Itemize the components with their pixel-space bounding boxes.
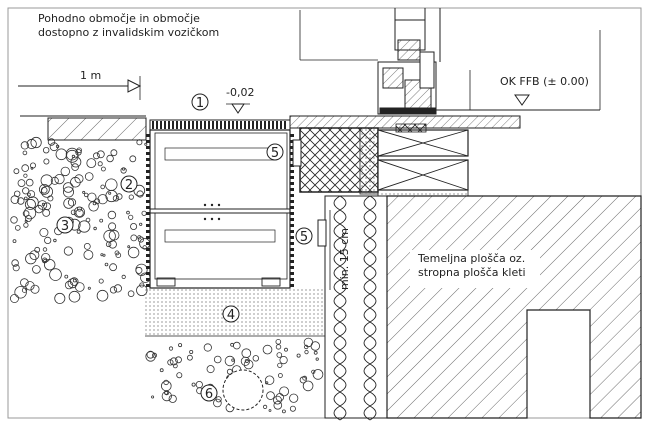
slab-label-2: stropna plošča kleti (418, 266, 526, 279)
window-frame (377, 8, 441, 115)
callouts: 1 2 3 4 5 5 6 (56, 93, 313, 402)
gravel-fill (9, 136, 151, 304)
distance-dimension (18, 76, 142, 100)
floor-assembly (289, 115, 521, 197)
perimeter-insulation (324, 195, 388, 421)
svg-text:6: 6 (205, 387, 213, 402)
callout-5b: 5 (295, 227, 313, 245)
svg-text:2: 2 (125, 178, 133, 193)
callout-4: 4 (222, 305, 240, 323)
access-area-label-2: dostopno z invalidskim vozičkom (38, 26, 219, 39)
callout-6: 6 (200, 384, 218, 402)
level-label: -0,02 (226, 86, 254, 99)
svg-text:1: 1 (196, 96, 204, 111)
foundation-slab (386, 195, 642, 419)
svg-text:4: 4 (227, 308, 235, 323)
callout-2: 2 (120, 175, 138, 193)
paving-layer (47, 117, 147, 141)
min-height-label: min. 15 cm (338, 228, 351, 290)
ok-ffb-label: OK FFB (± 0.00) (500, 75, 589, 88)
drainage-channel (146, 119, 294, 289)
callout-5a: 5 (266, 143, 284, 161)
svg-text:3: 3 (61, 219, 69, 234)
callout-1: 1 (191, 93, 209, 111)
svg-text:5: 5 (271, 146, 279, 161)
callout-3: 3 (56, 216, 74, 234)
access-area-label-1: Pohodno območje in območje (38, 12, 200, 25)
drain-pipe (222, 369, 264, 411)
slab-label-1: Temeljna plošča oz. (417, 252, 525, 265)
distance-label: 1 m (80, 69, 101, 82)
svg-text:5: 5 (300, 230, 308, 245)
